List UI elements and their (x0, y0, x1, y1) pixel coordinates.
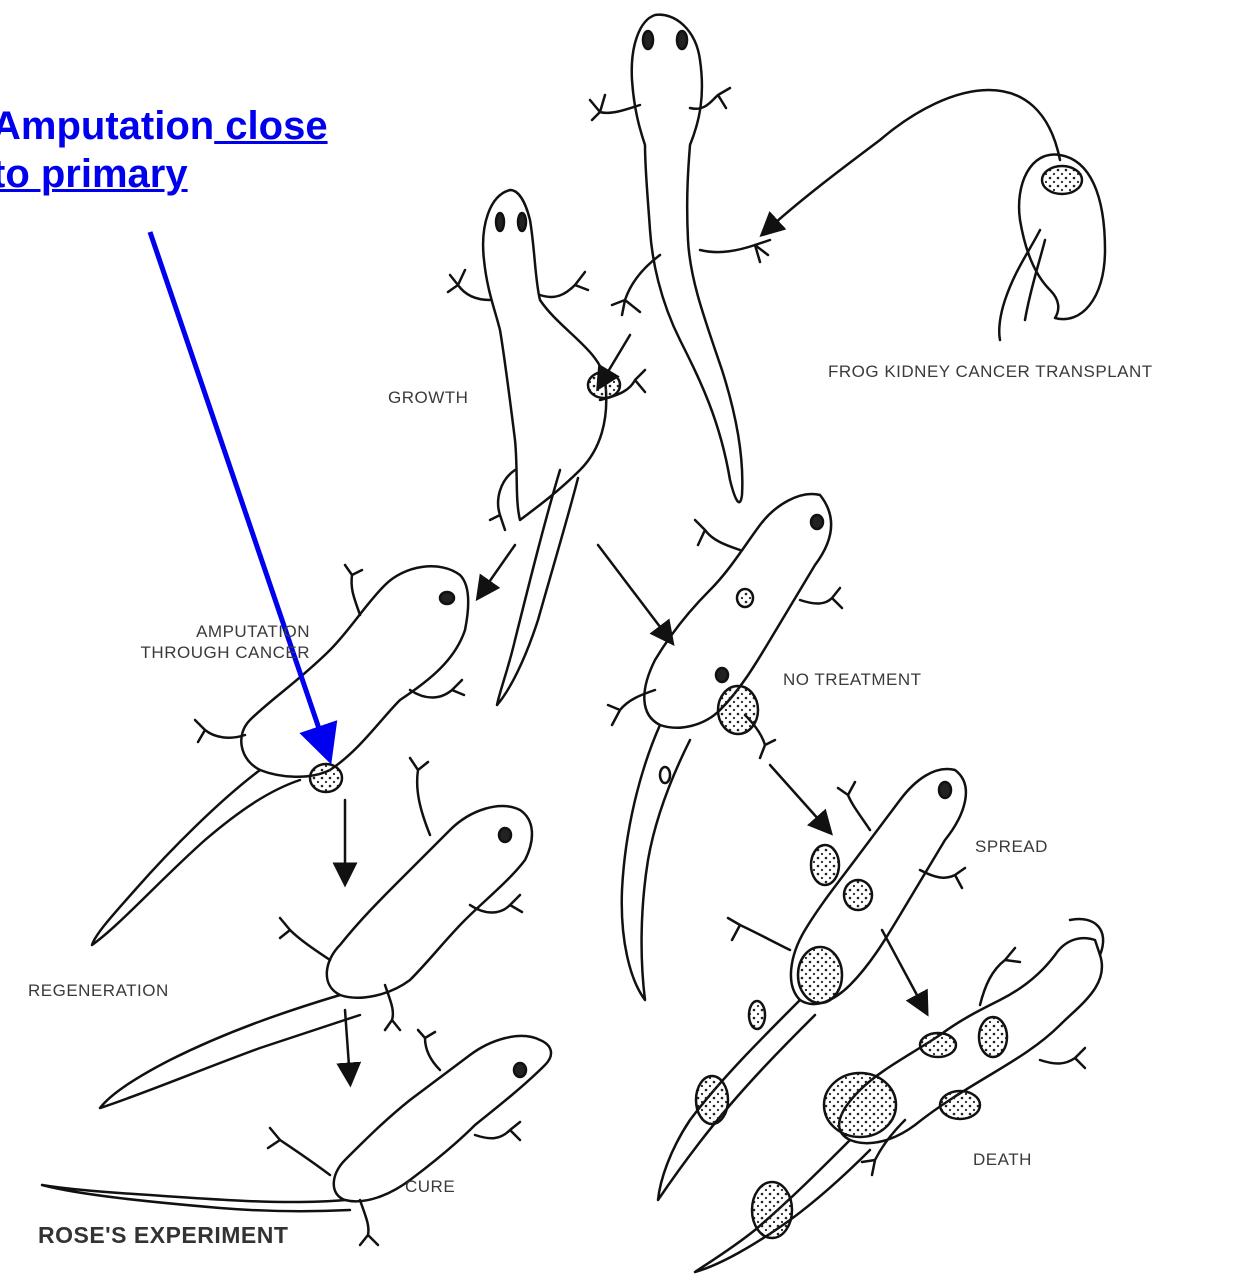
kidney-icon (999, 155, 1105, 340)
tumor-icon (940, 1091, 980, 1119)
label-regeneration: REGENERATION (28, 981, 169, 1001)
arrow-icon (150, 232, 328, 755)
label-amputation-2: THROUGH CANCER (120, 643, 310, 663)
salamander-icon (42, 1030, 551, 1245)
caption-roses-experiment: ROSE'S EXPERIMENT (38, 1222, 288, 1249)
label-frog-kidney: FROG KIDNEY CANCER TRANSPLANT (828, 362, 1153, 382)
tumor-icon (737, 589, 753, 607)
label-spread: SPREAD (975, 837, 1048, 857)
tumor-icon (824, 1073, 896, 1137)
salamander-icon (658, 769, 966, 1200)
salamander-icon (100, 758, 532, 1108)
label-growth: GROWTH (388, 388, 468, 408)
tumor-icon (718, 686, 758, 734)
label-death: DEATH (973, 1150, 1032, 1170)
annotation-line1: Amputation close (0, 102, 328, 150)
tumor-icon (588, 372, 620, 398)
tumor-icon (979, 1017, 1007, 1057)
salamander-icon (590, 15, 770, 503)
label-cure: CURE (405, 1177, 455, 1197)
tumor-icon (310, 764, 342, 792)
salamander-icon (608, 494, 842, 1000)
tumor-icon (696, 1076, 728, 1124)
tumor-icon (752, 1182, 792, 1238)
label-no-treatment: NO TREATMENT (783, 670, 922, 690)
tumor-icon (920, 1033, 956, 1057)
label-amputation-1: AMPUTATION (150, 622, 310, 642)
annotation-line2: to primary (0, 150, 188, 198)
tumor-icon (798, 947, 842, 1003)
salamander-icon (448, 190, 645, 705)
tumor-icon (811, 845, 839, 885)
salamander-icon (695, 919, 1103, 1272)
tumor-icon (749, 1001, 765, 1029)
tumor-icon (844, 880, 872, 910)
